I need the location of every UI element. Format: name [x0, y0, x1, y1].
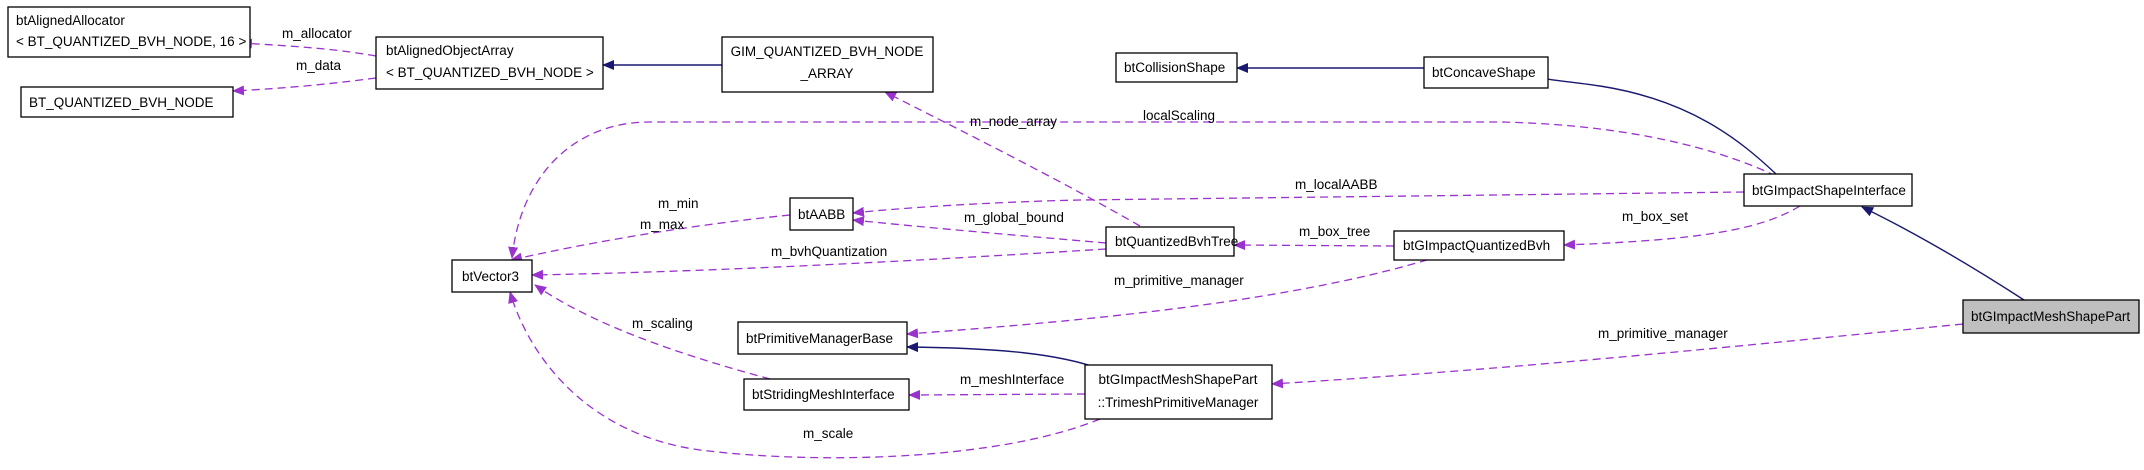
edge-label-m-bvh-quantization: m_bvhQuantization [771, 244, 887, 259]
edge-label-m-primitive-manager-bvh: m_primitive_manager [1114, 273, 1244, 288]
node-label: btQuantizedBvhTree [1115, 234, 1238, 249]
edge-m-local-aabb [852, 191, 1745, 217]
edge-label-m-scaling: m_scaling [632, 316, 693, 331]
node-bt-primitive-manager-base[interactable]: btPrimitiveManagerBase [737, 321, 908, 355]
edge-label-m-max: m_max [640, 217, 685, 232]
node-bt-quantized-bvh-tree[interactable]: btQuantizedBvhTree [1105, 226, 1238, 257]
edge-label-m-allocator: m_allocator [282, 26, 352, 41]
node-label: btAABB [798, 207, 845, 222]
node-bt-striding-mesh-interface[interactable]: btStridingMeshInterface [743, 378, 910, 411]
edge-m-mesh-interface [908, 389, 1086, 400]
node-bt-collision-shape[interactable]: btCollisionShape [1115, 52, 1238, 83]
node-bt-aligned-allocator[interactable]: btAlignedAllocator < BT_QUANTIZED_BVH_NO… [7, 6, 251, 58]
node-label: btGImpactQuantizedBvh [1403, 238, 1550, 253]
node-label: btCollisionShape [1124, 60, 1225, 75]
edge-label-m-scale: m_scale [803, 426, 853, 441]
edge-label-local-scaling: localScaling [1143, 108, 1215, 123]
node-label: btVector3 [462, 269, 519, 284]
edge-label-m-node-array: m_node_array [970, 114, 1057, 129]
node-label: btPrimitiveManagerBase [746, 331, 893, 346]
node-bt-gimpact-quantized-bvh[interactable]: btGImpactQuantizedBvh [1393, 230, 1565, 261]
node-bt-vector3[interactable]: btVector3 [451, 259, 533, 293]
edge-label-m-min: m_min [658, 196, 699, 211]
node-label: < BT_QUANTIZED_BVH_NODE, 16 > [16, 34, 246, 49]
node-label: < BT_QUANTIZED_BVH_NODE > [386, 65, 594, 80]
edge-label-m-local-aabb: m_localAABB [1295, 177, 1378, 192]
edge-label-m-box-set: m_box_set [1622, 209, 1688, 224]
node-label: BT_QUANTIZED_BVH_NODE [29, 95, 214, 110]
edge-m-global-bound [852, 216, 1107, 244]
node-bt-concave-shape[interactable]: btConcaveShape [1423, 56, 1549, 89]
edge-shape-interface-inherits-concave [1536, 72, 1777, 175]
edge-trimesh-inherits-primitive-base [906, 342, 1101, 370]
edge-m-allocator [240, 38, 377, 57]
edge-m-bvh-quantization [531, 248, 1107, 280]
node-bt-aligned-object-array[interactable]: btAlignedObjectArray < BT_QUANTIZED_BVH_… [375, 36, 604, 90]
node-label: btAlignedObjectArray [386, 43, 514, 58]
edge-label-m-primitive-manager-part: m_primitive_manager [1598, 326, 1728, 341]
node-trimesh-primitive-manager[interactable]: btGImpactMeshShapePart ::TrimeshPrimitiv… [1084, 364, 1273, 420]
node-label: btConcaveShape [1432, 65, 1536, 80]
node-label: btAlignedAllocator [16, 13, 125, 28]
edge-labels: m_allocator m_data m_node_array localSca… [282, 26, 1728, 441]
edge-label-m-box-tree: m_box_tree [1299, 224, 1370, 239]
edges [232, 38, 2025, 459]
edge-m-node-array [884, 91, 1141, 227]
edge-label-m-mesh-interface: m_meshInterface [960, 372, 1064, 387]
edge-label-m-global-bound: m_global_bound [964, 210, 1064, 225]
edge-m-box-tree [1233, 240, 1395, 251]
edge-local-scaling [508, 121, 1777, 259]
edge-label-m-data: m_data [296, 58, 342, 73]
node-label: btGImpactShapeInterface [1752, 183, 1906, 198]
edge-m-scaling [534, 284, 771, 380]
node-label: btGImpactMeshShapePart [1971, 309, 2130, 324]
edge-m-primitive-manager-part [1271, 323, 1964, 389]
edge-m-scale [508, 291, 1101, 459]
node-label: btGImpactMeshShapePart [1098, 372, 1257, 387]
node-label: ::TrimeshPrimitiveManager [1098, 395, 1259, 410]
node-label: _ARRAY [799, 66, 853, 81]
node-bt-quantized-bvh-node[interactable]: BT_QUANTIZED_BVH_NODE [20, 86, 234, 118]
node-bt-gimpact-mesh-shape-part[interactable]: btGImpactMeshShapePart [1962, 299, 2140, 334]
edge-m-min-max [510, 214, 791, 263]
node-bt-aabb[interactable]: btAABB [789, 197, 854, 231]
edge-mesh-part-inherits-shape-interface [1861, 206, 2025, 301]
edge-m-data [232, 77, 377, 96]
node-label: btStridingMeshInterface [752, 387, 895, 402]
nodes: btAlignedAllocator < BT_QUANTIZED_BVH_NO… [7, 6, 2140, 420]
node-gim-quantized-bvh-node-array[interactable]: GIM_QUANTIZED_BVH_NODE _ARRAY [721, 36, 934, 93]
edge-m-primitive-manager-bvh [906, 255, 1441, 339]
edge-m-box-set [1563, 205, 1801, 250]
node-label: GIM_QUANTIZED_BVH_NODE [731, 44, 924, 59]
node-bt-gimpact-shape-interface[interactable]: btGImpactShapeInterface [1743, 173, 1913, 207]
